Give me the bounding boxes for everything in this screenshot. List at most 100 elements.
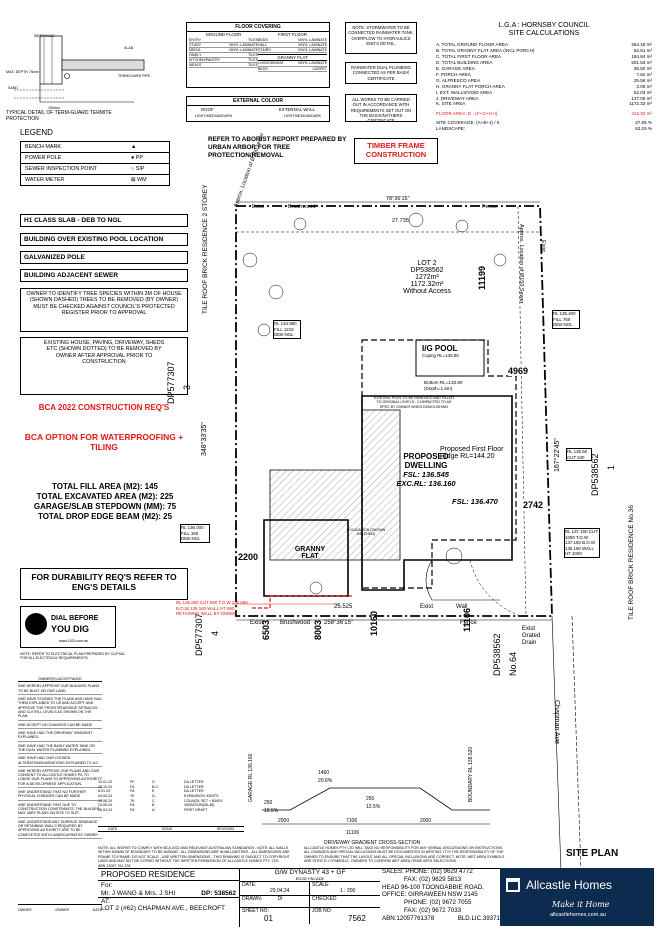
legend-row: POWER POLE● PP	[20, 152, 170, 164]
lot-area-1: 1272m²	[415, 274, 439, 281]
fence-top: Fence	[482, 204, 498, 210]
grad-val-4: 7106	[346, 818, 358, 824]
rainwater-note: RAINWATER DUAL PLUMBING CONNECTED AS PER…	[345, 62, 417, 84]
termite-caption: TYPICAL DETAIL OF TERM-GUARD TERMITE PRO…	[6, 110, 112, 122]
tile-roof-right: TILE ROOF BRICK RESIDENCE No.36	[628, 505, 635, 620]
rl-tag-3: RL 136.000 FILL 160 DEB-NGL	[180, 524, 210, 543]
title-dp: DP: 538562	[201, 890, 236, 897]
ground-floor-finish: VINYL LAMINATE	[229, 47, 258, 52]
client-name: Mr. J WANG & Mrs. J SHI	[101, 890, 176, 897]
revision-cell: TK	[130, 794, 135, 799]
site-calc-value: 3.00 m²	[636, 83, 652, 89]
lot-area-2: 1172.32m²	[410, 281, 444, 288]
existing-house-note: EXISTING HOUSE, PAVING, DRIVEWAY, SHEDS …	[20, 337, 188, 395]
owner-acceptance-item: I/WE HAVE HAD THE DRIVEWAY GRADIENT EXPL…	[18, 731, 102, 742]
office-fax: FAX: (02) 9672 7033	[404, 906, 462, 914]
termite-label-150: 150mm	[48, 106, 60, 110]
ground-floor-room: MEALS	[189, 63, 202, 68]
site-calc-label: F. PORCH AREA	[436, 71, 471, 77]
legend-title: LEGEND	[20, 128, 53, 137]
site-calc-label: J. DRIVEWAY AREA	[436, 95, 479, 101]
revision-cell: FF	[130, 780, 135, 784]
lot-2-label: LOT 2 DP538562 1272m² 1172.32m² Without …	[382, 260, 472, 295]
grad-val-9: 250	[366, 796, 375, 802]
first-floor-finish: VINYL LAMINATE	[298, 47, 327, 52]
brand-panel: Allcastle Homes Make it Home allcastleho…	[500, 868, 654, 926]
site-address: LOT 2 (#62) CHAPMAN AVE., BEECROFT	[101, 905, 226, 912]
brushwood-top: Brushwood	[288, 204, 316, 210]
lga-title: L.G.A : HORNSBY COUNCIL	[498, 22, 590, 29]
legend-row: SEWER INSPECTION POINT○ SIP	[20, 163, 170, 175]
rl-tag-5: RL 137.160 CUT 1000 T.O.W 137.160 B.O.W …	[564, 528, 600, 558]
sheet-value: 01	[264, 914, 273, 923]
exist-bottom: Exist	[250, 620, 264, 626]
date-label: DATE:	[242, 882, 257, 888]
drawn-value: DI	[277, 896, 283, 902]
excavation-label: EXCAVATION (SHOWN HATCHED)	[346, 528, 386, 537]
tree-note: OWNER TO IDENTIFY TREE SPECIES WITHIN 3M…	[20, 288, 188, 332]
lot-access: Without Access	[403, 288, 451, 295]
builder-licence: BLD.LIC.39371	[457, 914, 500, 922]
grad-val-1: 250	[264, 800, 273, 806]
date-value: 29.04.24	[270, 888, 290, 894]
first-floor-header: FIRST FLOOR	[278, 32, 307, 37]
dim-2200: 2200	[238, 552, 259, 562]
revision-cell: TK	[130, 798, 135, 803]
granny-line-1: GRANNY	[294, 546, 326, 553]
revision-cell: 04.04.24	[98, 794, 112, 799]
owners-footer: OWNER OWNER DATE	[18, 908, 102, 912]
dwelling-line-1: PROPOSED	[403, 452, 449, 461]
termite-label-pipe: TERMGUARD PIPE	[118, 74, 151, 78]
termite-detail: WEEPHOLE SLAB MAX. DEPTH 75mm TERMGUARD …	[4, 30, 154, 122]
office-phone: PHONE: (02) 9672 7055	[404, 899, 472, 906]
dwelling-line-2: DWELLING	[404, 461, 448, 470]
boundary-top-length: 27.735	[392, 218, 409, 224]
pool-title: I/G POOL	[422, 344, 458, 353]
facade-name: EDGE FACADE	[240, 876, 380, 882]
revision-cell: B	[152, 803, 155, 808]
pool-removal-note: EXISTING POOL TO BE REMOVED AND FILLED T…	[373, 396, 454, 409]
revision-cell: FA	[130, 784, 135, 789]
revision-cell: B.C.	[152, 784, 159, 789]
pool-bottom-label: Bottom RL=133.90 (Depth=1.9m)	[424, 380, 462, 391]
site-calc-row: B. TOTAL GRANNY FLAT AREA (INCL PORCH)62…	[436, 48, 652, 54]
pool-bottom: Bottom RL=133.90	[424, 380, 463, 385]
owner-acceptance-item: I/WE HEREBY APPROVE OUR PLANS AND GIVE C…	[18, 769, 102, 789]
exist-top-left: Exist	[252, 204, 264, 210]
owner-acceptance-item: I/WE HAVE STUDIED THE PLANS AND HAVE HAD…	[18, 697, 102, 721]
gradient-title: DRIVEWAY GRADIENT CROSS-SECTION	[324, 840, 421, 846]
sales-fax: FAX: (02) 9629 5813	[404, 875, 462, 883]
bottom-lot: No.64	[508, 651, 518, 676]
exist-grated-drain: Exist Grated Drain	[522, 626, 541, 647]
pool-label: I/G POOL Coping RL=135.80	[422, 344, 459, 359]
site-calc-label: H. GRANNY FLAT PORCH AREA	[436, 83, 505, 89]
site-calc-value: 184.84 m²	[631, 53, 652, 59]
site-calc-label: E. GARAGE AREA	[436, 65, 475, 71]
revision-cell: 10.01.23	[98, 780, 112, 784]
site-calc-value: 254.18 m²	[631, 41, 652, 47]
revision-cell: G	[152, 780, 155, 784]
revision-cell: 13.06.24	[98, 798, 112, 803]
ground-floor-room: FAMILY	[189, 52, 202, 57]
coverage-value: 37.85 %	[635, 120, 652, 126]
first-floor-finish: VINYL LAMINATE	[298, 42, 327, 47]
roof-label: ROOF	[201, 107, 214, 112]
revision-cell: FA	[130, 789, 135, 794]
ground-floor-room: STUDY	[189, 42, 202, 47]
lga-subtitle: SITE CALCULATIONS	[508, 30, 580, 38]
grad-val-10: 12.5%	[366, 804, 381, 810]
pool-depth: (Depth=1.9m)	[424, 385, 453, 391]
site-calculations: L.G.A : HORNSBY COUNCIL SITE CALCULATION…	[436, 22, 652, 162]
owner-acceptance-item: I/WE UNDERSTAND ANY SURFACE DRAINAGE OR …	[18, 820, 102, 839]
company-contact: SALES: PHONE: (02) 9629 4772 FAX: (02) 9…	[382, 868, 500, 922]
